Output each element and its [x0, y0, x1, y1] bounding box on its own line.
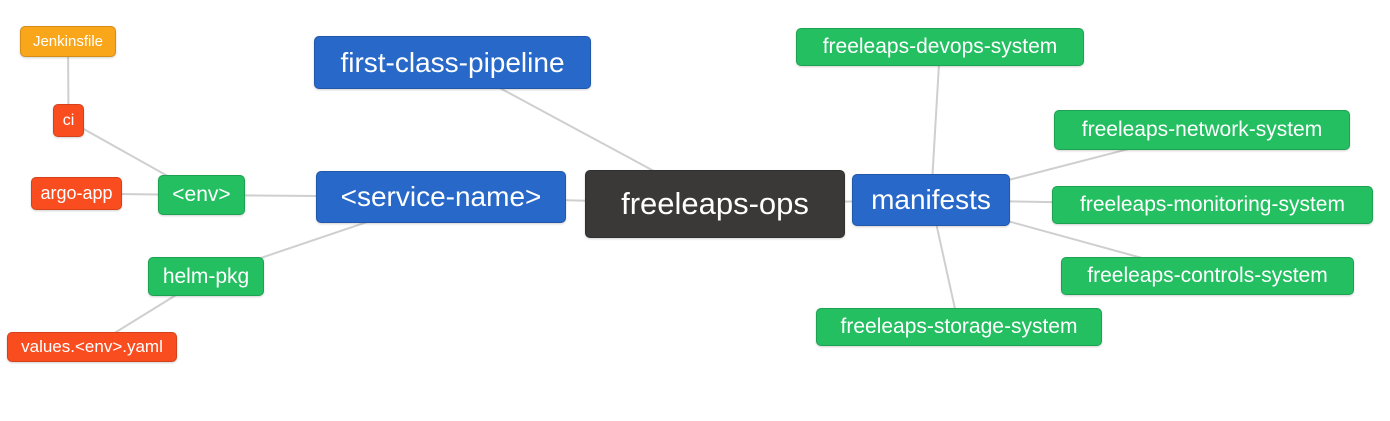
mindmap-node-env[interactable]: <env>	[158, 175, 245, 215]
mindmap-node-devops-system[interactable]: freeleaps-devops-system	[796, 28, 1084, 66]
mindmap-node-ci[interactable]: ci	[53, 104, 84, 137]
mindmap-node-network-system[interactable]: freeleaps-network-system	[1054, 110, 1350, 150]
mindmap-node-argo-app[interactable]: argo-app	[31, 177, 122, 210]
mindmap-node-manifests[interactable]: manifests	[852, 174, 1010, 226]
mindmap-node-service-name[interactable]: <service-name>	[316, 171, 566, 223]
mindmap-node-first-class-pipeline[interactable]: first-class-pipeline	[314, 36, 591, 89]
mindmap-node-jenkinsfile[interactable]: Jenkinsfile	[20, 26, 116, 57]
mindmap-node-helm-pkg[interactable]: helm-pkg	[148, 257, 264, 296]
mindmap-node-monitoring-system[interactable]: freeleaps-monitoring-system	[1052, 186, 1373, 224]
mindmap-node-controls-system[interactable]: freeleaps-controls-system	[1061, 257, 1354, 295]
mindmap-node-freeleaps-ops[interactable]: freeleaps-ops	[585, 170, 845, 238]
mindmap-node-storage-system[interactable]: freeleaps-storage-system	[816, 308, 1102, 346]
mindmap-node-values-env-yaml[interactable]: values.<env>.yaml	[7, 332, 177, 362]
